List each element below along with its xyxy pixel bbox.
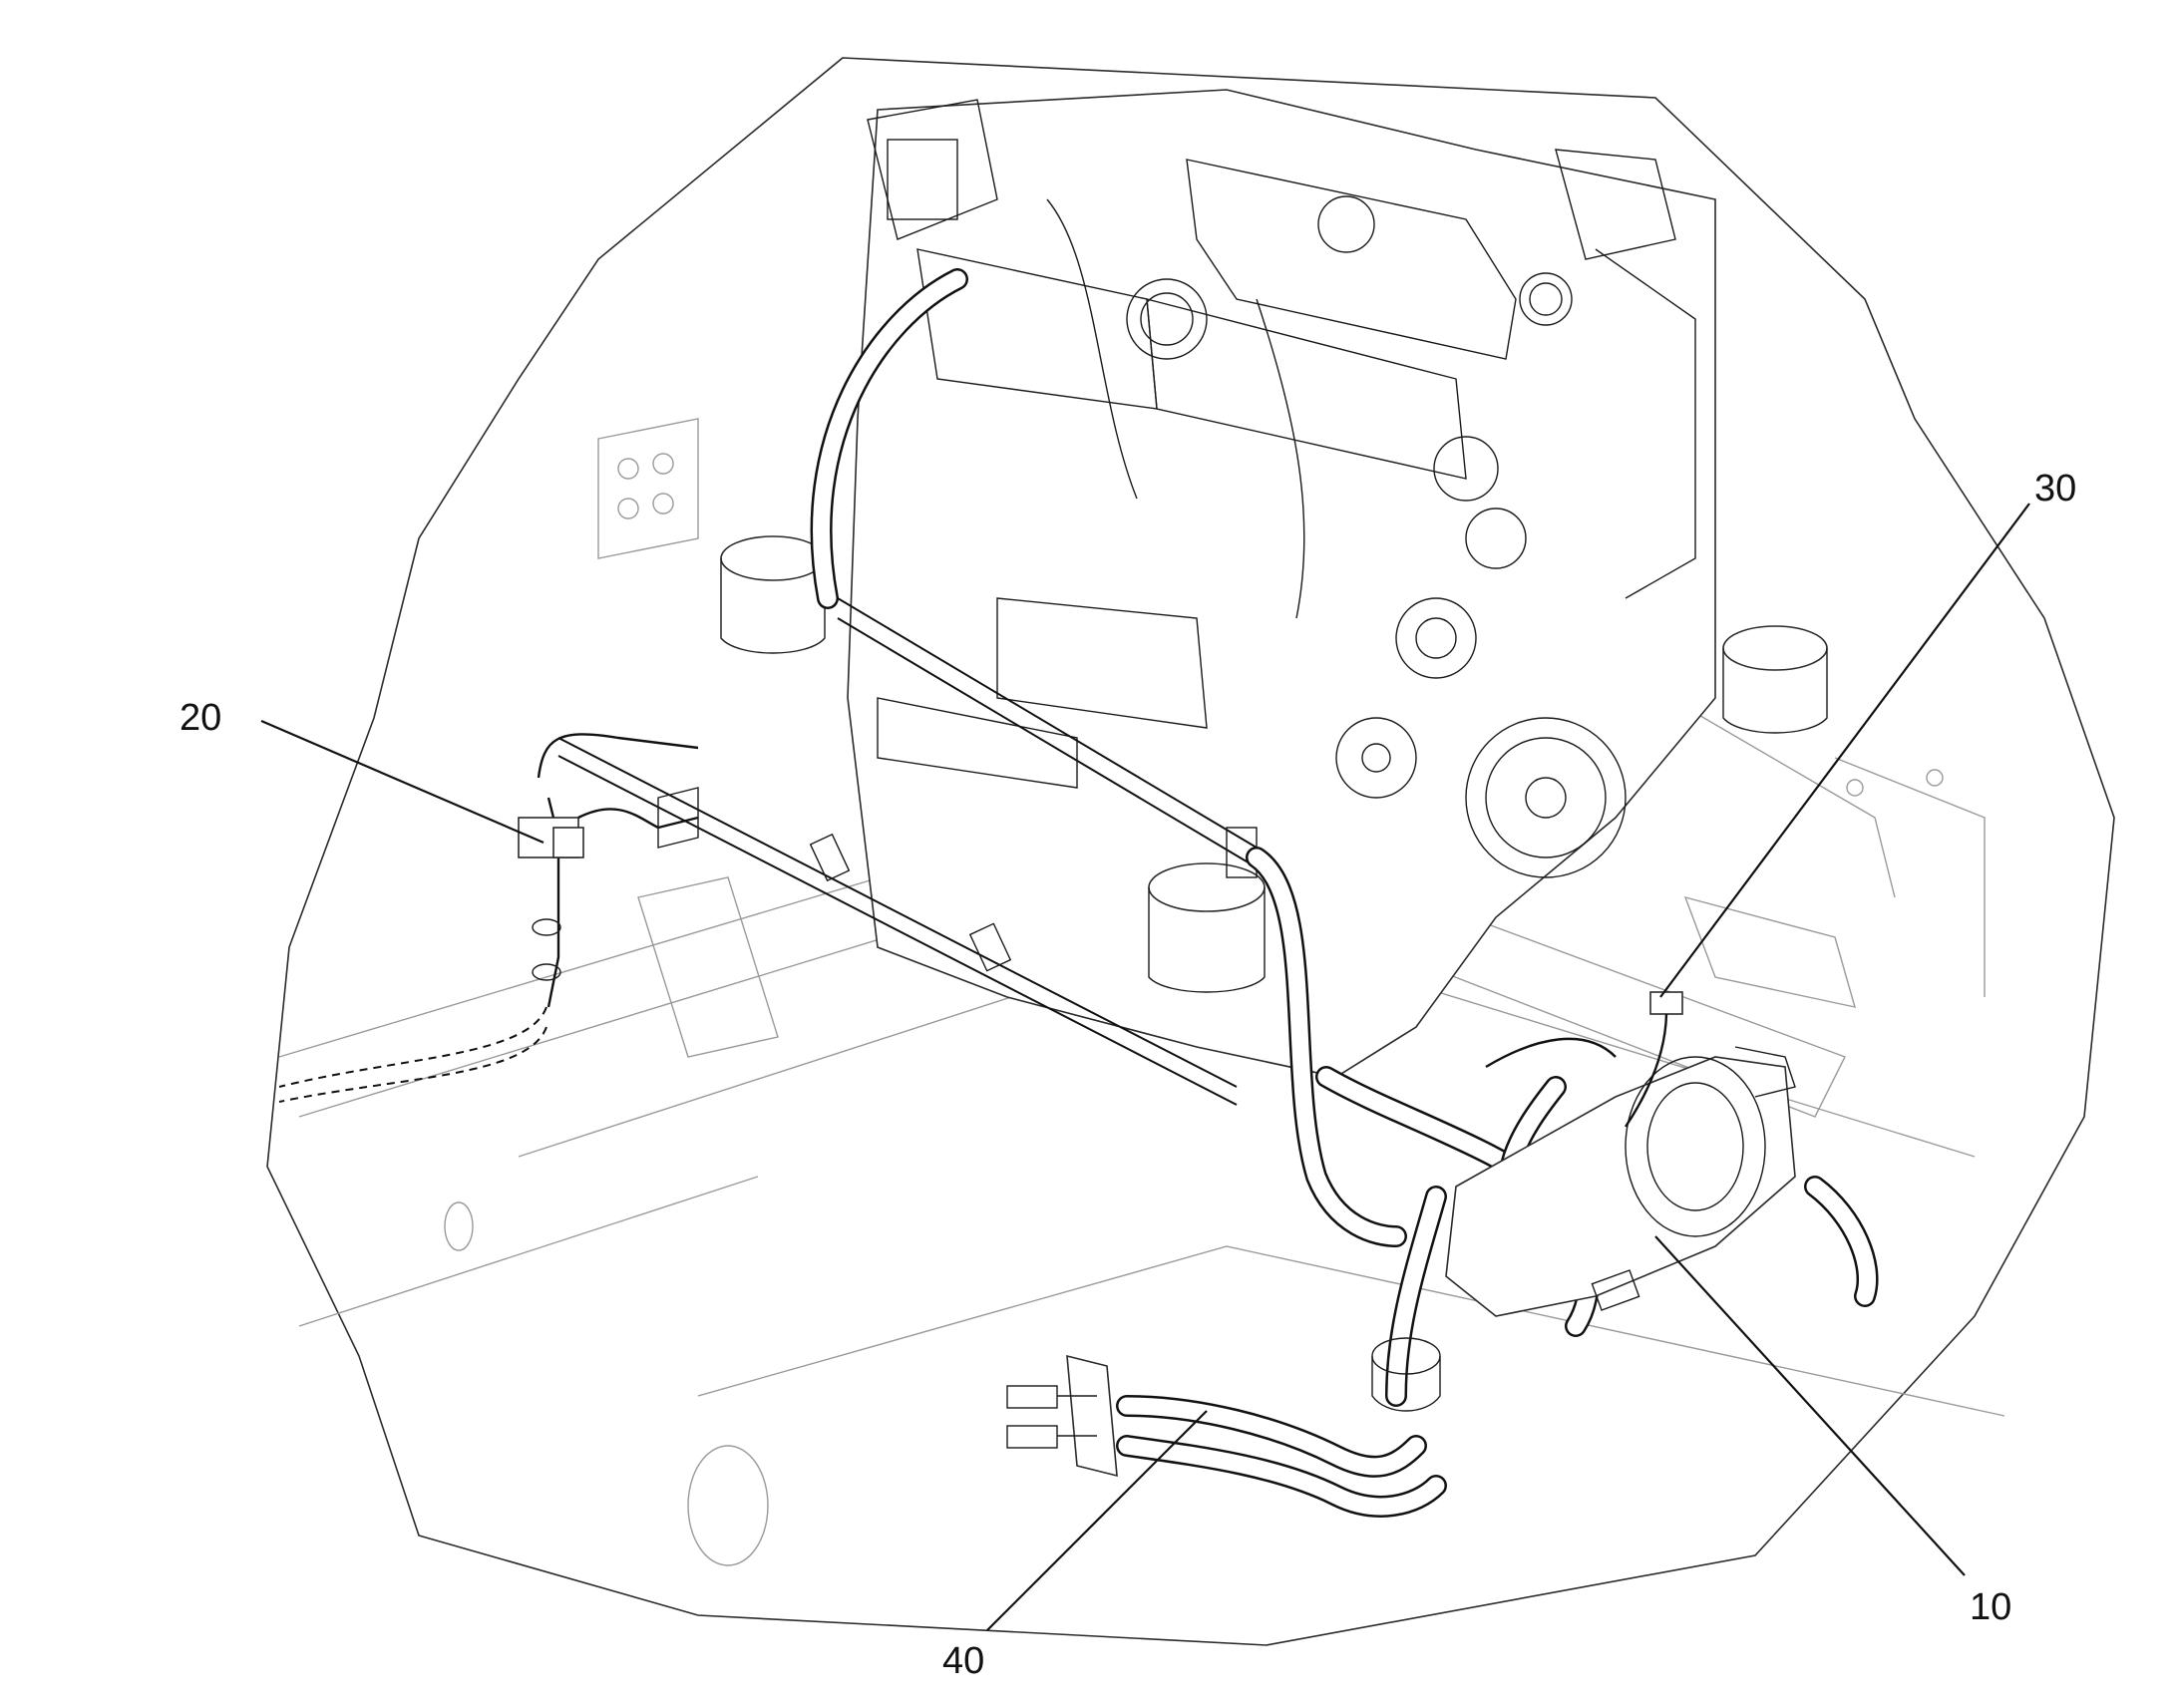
callout-label-40: 40 [942, 1640, 984, 1682]
sensor-connector [1485, 991, 1683, 1128]
callout-label-30: 30 [2034, 468, 2076, 510]
leader-line-20 [260, 719, 545, 845]
leader-line-10 [1654, 1235, 1966, 1576]
leader-line-30 [1659, 503, 2030, 998]
callout-label-10: 10 [1970, 1586, 2011, 1628]
rigid-coolant-tubes [557, 597, 1258, 1106]
coolant-heater-unit [1371, 1046, 1796, 1412]
engine-block [847, 89, 1716, 1078]
callout-label-20: 20 [180, 697, 221, 739]
engine-mounts [720, 535, 1828, 993]
leader-line-40 [986, 1410, 1208, 1631]
control-valve-assembly [278, 733, 699, 1103]
bulkhead-fittings [1006, 1354, 1118, 1478]
